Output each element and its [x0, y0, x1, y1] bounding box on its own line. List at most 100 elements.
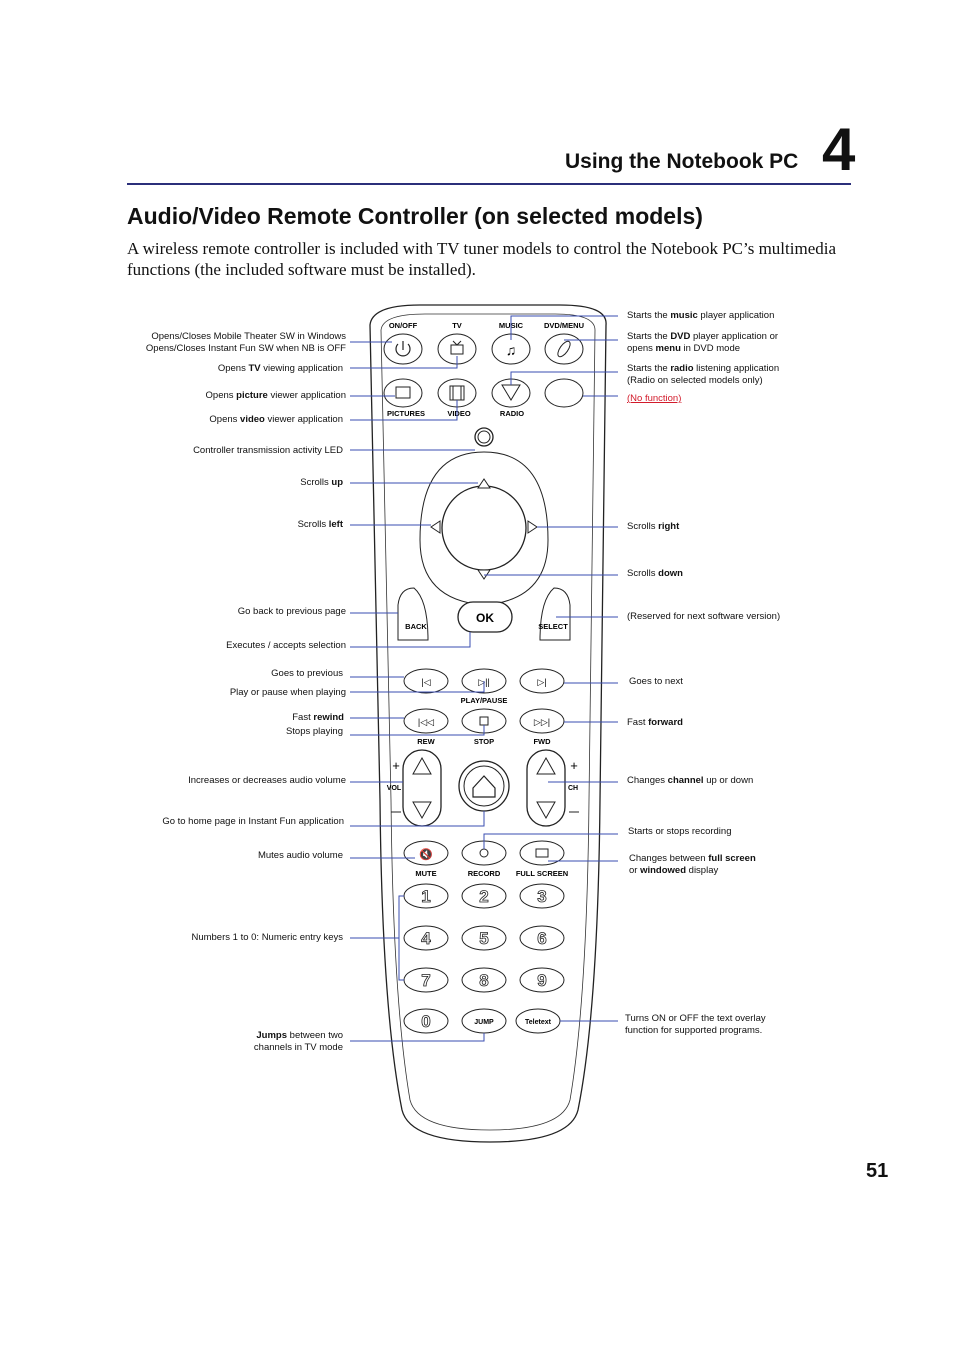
key-9[interactable] [519, 967, 565, 993]
key-5[interactable] [461, 925, 507, 951]
label-fullscreen: FULL SCREEN [516, 869, 568, 878]
trackball[interactable] [441, 485, 527, 571]
music-note-icon: ♫ [506, 342, 517, 358]
digit-2: 2 [479, 887, 488, 906]
vol-plus-icon: + [392, 758, 400, 773]
channel-rocker[interactable] [526, 749, 566, 827]
home-button-inner [463, 765, 505, 807]
label-mute: MUTE [415, 869, 436, 878]
key-3[interactable] [519, 883, 565, 909]
digit-9: 9 [537, 971, 546, 990]
label-video: VIDEO [447, 409, 471, 418]
key-2[interactable] [461, 883, 507, 909]
dvd-button[interactable] [544, 333, 584, 365]
fwd-button[interactable] [519, 708, 565, 734]
label-pictures: PICTURES [387, 409, 425, 418]
note-reserved: (Reserved for next software version) [627, 611, 781, 622]
digit-6: 6 [537, 929, 546, 948]
note-up: Scrolls up [300, 477, 343, 488]
note-no-function: (No function) [627, 393, 682, 404]
channel-down-icon [536, 801, 556, 820]
note-record: Starts or stops recording [628, 826, 732, 837]
callout-lines [350, 315, 618, 1042]
digit-8: 8 [479, 971, 488, 990]
note-left: Scrolls left [297, 519, 343, 530]
key-4[interactable] [403, 925, 449, 951]
fast-forward-icon: ▷▷| [534, 717, 550, 727]
note-prev: Goes to previous [271, 668, 343, 679]
label-ok: OK [476, 611, 494, 625]
note-back: Go back to previous page [237, 606, 346, 617]
note-jump: Jumps between two channels in TV mode [253, 1030, 343, 1053]
rew-button[interactable] [403, 708, 449, 734]
note-home: Go to home page in Instant Fun applicati… [162, 816, 344, 827]
label-radio: RADIO [500, 409, 524, 418]
note-numbers: Numbers 1 to 0: Numeric entry keys [191, 932, 343, 943]
note-ok: Executes / accepts selection [226, 640, 346, 651]
picture-icon [395, 386, 411, 399]
mute-icon: 🔇 [419, 848, 433, 861]
prev-button[interactable] [403, 668, 449, 694]
note-video: Opens video viewer application [209, 414, 343, 425]
blank-button[interactable] [544, 378, 584, 408]
note-fwd: Fast forward [627, 717, 683, 728]
label-stop: STOP [474, 737, 494, 746]
label-rew: REW [417, 737, 435, 746]
label-ch: CH [568, 785, 578, 792]
note-stop: Stops playing [285, 726, 343, 737]
label-select: SELECT [538, 622, 568, 631]
label-teletext: Teletext [525, 1019, 552, 1026]
skip-forward-icon: ▷| [537, 677, 546, 687]
scroll-up-arrow[interactable] [477, 478, 491, 489]
rewind-icon: |◁◁ [418, 717, 434, 727]
label-vol: VOL [387, 785, 402, 792]
scroll-right-arrow[interactable] [527, 520, 538, 534]
note-dvd: Starts the DVD player application or ope… [627, 331, 779, 354]
channel-up-icon [536, 756, 556, 775]
key-8[interactable] [461, 967, 507, 993]
note-music: Starts the music player application [627, 310, 775, 321]
mute-button[interactable] [403, 840, 449, 866]
skip-back-icon: |◁ [421, 677, 430, 687]
note-led: Controller transmission activity LED [193, 445, 343, 456]
label-record: RECORD [468, 869, 501, 878]
label-jump: JUMP [474, 1019, 494, 1026]
note-onoff: Opens/Closes Mobile Theater SW in Window… [145, 331, 346, 354]
intro-paragraph: A wireless remote controller is included… [127, 239, 837, 279]
digit-7: 7 [421, 971, 430, 990]
next-button[interactable] [519, 668, 565, 694]
label-back: BACK [405, 622, 427, 631]
note-play: Play or pause when playing [229, 687, 346, 698]
label-dvd: DVD/MENU [544, 321, 584, 330]
note-next: Goes to next [629, 676, 683, 687]
note-mute: Mutes audio volume [257, 850, 343, 861]
key-6[interactable] [519, 925, 565, 951]
fullscreen-button[interactable] [519, 840, 565, 866]
ok-button[interactable] [457, 601, 513, 633]
note-down: Scrolls down [627, 568, 683, 579]
ch-plus-icon: + [570, 758, 578, 773]
home-icon [472, 775, 496, 798]
page-number: 51 [866, 1160, 889, 1182]
note-tv: Opens TV viewing application [217, 363, 343, 374]
note-teletext: Turns ON or OFF the text overlay functio… [625, 1013, 766, 1036]
home-button[interactable] [458, 760, 510, 812]
volume-rocker[interactable] [402, 749, 442, 827]
pictures-button[interactable] [383, 378, 423, 408]
key-0[interactable] [403, 1008, 449, 1034]
scroll-left-arrow[interactable] [430, 520, 441, 534]
digit-4: 4 [421, 929, 431, 948]
note-radio: Starts the radio listening application (… [627, 363, 780, 386]
tv-icon [450, 340, 464, 355]
note-fullscreen: Changes between full screen or windowed … [629, 853, 756, 876]
volume-down-icon [412, 801, 432, 820]
back-button[interactable] [397, 587, 429, 641]
volume-up-icon [412, 756, 432, 775]
chapter-number: 4 [822, 116, 856, 183]
section-title: Audio/Video Remote Controller (on select… [127, 203, 703, 229]
digit-5: 5 [479, 929, 488, 948]
digit-1: 1 [421, 887, 430, 906]
digit-3: 3 [537, 887, 546, 906]
select-button[interactable] [539, 587, 571, 641]
label-onoff: ON/OFF [389, 321, 418, 330]
